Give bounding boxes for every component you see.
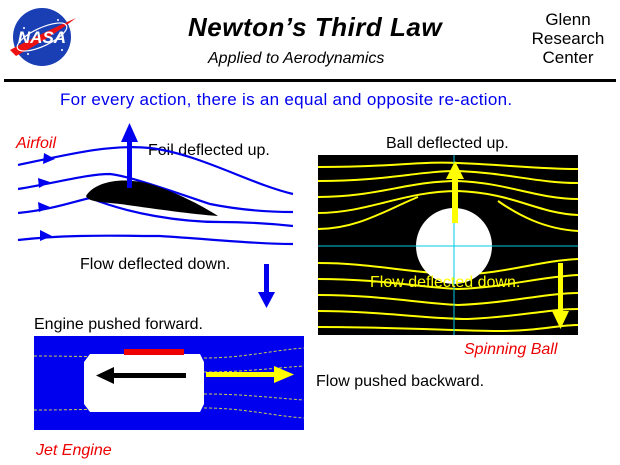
streamline-arrowheads [38,153,55,241]
arrow-down-icon [258,264,275,308]
airfoil-label: Airfoil [16,135,57,152]
airfoil-flow-deflected-down-label: Flow deflected down. [80,256,231,273]
airfoil-diagram [17,123,294,308]
arrow-down-icon [552,263,569,329]
tagline: For every action, there is an equal and … [60,90,513,109]
ball-flow-deflected-down-label: Flow deflected down. [370,274,521,291]
page-title: Newton’s Third Law [188,12,443,42]
engine-body [84,354,204,412]
engine-pushed-forward-label: Engine pushed forward. [34,316,203,333]
spinning-ball-label: Spinning Ball [464,341,558,358]
header-divider [4,79,616,82]
arrow-left-icon [96,367,186,384]
nasa-logo: NASA [10,8,76,66]
jet-engine-diagram [34,336,304,430]
arrow-up-icon [121,123,138,188]
arrow-right-icon [206,366,294,383]
ball-deflected-up-label: Ball deflected up. [386,135,509,152]
arrow-up-icon [446,161,464,223]
airfoil-streamlines [17,146,294,246]
flow-pushed-backward-label: Flow pushed backward. [316,373,485,390]
nasa-logo-text: NASA [18,28,66,47]
jet-engine-label: Jet Engine [36,442,112,459]
center-name: Glenn Research Center [531,10,605,67]
airfoil-shape [86,180,218,216]
page-subtitle: Applied to Aerodynamics [208,50,385,67]
engine-thrust-bar [124,349,184,355]
spinning-ball-diagram [318,155,578,335]
